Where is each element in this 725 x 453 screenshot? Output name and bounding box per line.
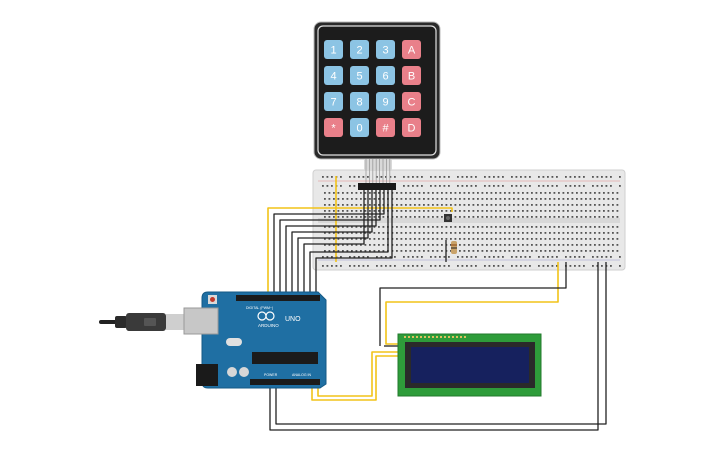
crystal — [226, 338, 242, 346]
wire-ground-2 — [275, 262, 607, 425]
keypad-key-label: C — [408, 97, 416, 109]
breadboard-center-channel — [318, 218, 620, 223]
keypad-key[interactable]: 4 — [324, 66, 343, 85]
keypad-key[interactable]: 3 — [376, 40, 395, 59]
arduino-model: UNO — [285, 316, 301, 323]
power-jack — [196, 364, 218, 386]
wire-lcd-dark-1 — [379, 262, 567, 346]
wire-keypad-5 — [297, 190, 369, 292]
lcd-screen — [411, 347, 529, 383]
arduino-uno[interactable]: ARDUINO UNO DIGITAL (PWM~) POWER ANALOG … — [183, 291, 327, 389]
keypad-connector — [358, 183, 396, 190]
keypad-key-label: * — [331, 123, 336, 135]
digital-label: DIGITAL (PWM~) — [246, 306, 273, 310]
wire-keypad-6 — [303, 190, 365, 292]
keypad-key[interactable]: 0 — [350, 118, 369, 137]
breadboard[interactable] — [312, 169, 626, 271]
keypad-key-label: 1 — [330, 45, 336, 57]
wire-yellow-lcd-1 — [385, 262, 559, 345]
wire-keypad-4 — [291, 190, 373, 292]
wire-keypad-7 — [309, 190, 389, 292]
power-label: POWER — [264, 373, 278, 377]
keypad-key-label: 5 — [356, 71, 362, 83]
keypad-key-label: A — [408, 45, 416, 57]
wire-yellow-lcd-3 — [317, 351, 400, 397]
analog-power-header — [250, 379, 320, 385]
capacitor-2 — [239, 367, 249, 377]
resistor[interactable] — [451, 241, 457, 254]
keypad-key[interactable]: 7 — [324, 92, 343, 111]
wire-keypad-8 — [315, 190, 393, 292]
usb-port — [183, 307, 219, 335]
keypad-key-label: 9 — [382, 97, 388, 109]
arduino-brand: ARDUINO — [258, 323, 279, 328]
lcd-pins — [404, 336, 466, 338]
keypad-key-label: 4 — [330, 71, 336, 83]
keypad-key-label: D — [408, 123, 416, 135]
keypad-ribbon — [358, 159, 396, 190]
keypad-key-label: B — [408, 71, 415, 83]
keypad-key[interactable]: D — [402, 118, 421, 137]
wire-keypad-2 — [279, 190, 381, 292]
wires — [267, 176, 607, 431]
keypad-key-label: 7 — [330, 97, 336, 109]
wire-yellow-keypad — [267, 207, 453, 292]
atmega-chip — [252, 352, 318, 364]
arduino-logo — [257, 311, 275, 321]
keypad-key[interactable]: # — [376, 118, 395, 137]
lcd-16x2[interactable] — [397, 333, 542, 397]
keypad-key[interactable]: C — [402, 92, 421, 111]
keypad-key-label: 3 — [382, 45, 388, 57]
keypad-key[interactable]: 8 — [350, 92, 369, 111]
keypad-keys[interactable]: 1 2 3 A 4 5 6 B 7 8 9 C * 0 # D — [324, 40, 421, 137]
keypad-key-label: 2 — [356, 45, 362, 57]
digital-header — [236, 295, 320, 301]
keypad-key-label: 8 — [356, 97, 362, 109]
keypad-key-label: 0 — [356, 123, 362, 135]
keypad-key-label: 6 — [382, 71, 388, 83]
usb-cable[interactable] — [99, 313, 186, 331]
keypad-key[interactable]: 9 — [376, 92, 395, 111]
keypad-key[interactable]: 6 — [376, 66, 395, 85]
keypad-key[interactable]: * — [324, 118, 343, 137]
breadboard-holes — [322, 176, 621, 267]
keypad-key[interactable]: B — [402, 66, 421, 85]
keypad-4x4[interactable]: 1 2 3 A 4 5 6 B 7 8 9 C * 0 # D — [313, 21, 441, 190]
keypad-key[interactable]: 2 — [350, 40, 369, 59]
wire-ground-1 — [269, 262, 599, 431]
keypad-key[interactable]: 5 — [350, 66, 369, 85]
wire-keypad-3 — [285, 190, 377, 292]
wire-keypad-1 — [273, 190, 385, 292]
keypad-key-label: # — [382, 123, 389, 135]
pushbutton[interactable] — [444, 214, 452, 222]
capacitor-1 — [227, 367, 237, 377]
keypad-key[interactable]: 1 — [324, 40, 343, 59]
analog-label: ANALOG IN — [292, 373, 312, 377]
keypad-key[interactable]: A — [402, 40, 421, 59]
wire-yellow-lcd-2 — [311, 355, 400, 401]
